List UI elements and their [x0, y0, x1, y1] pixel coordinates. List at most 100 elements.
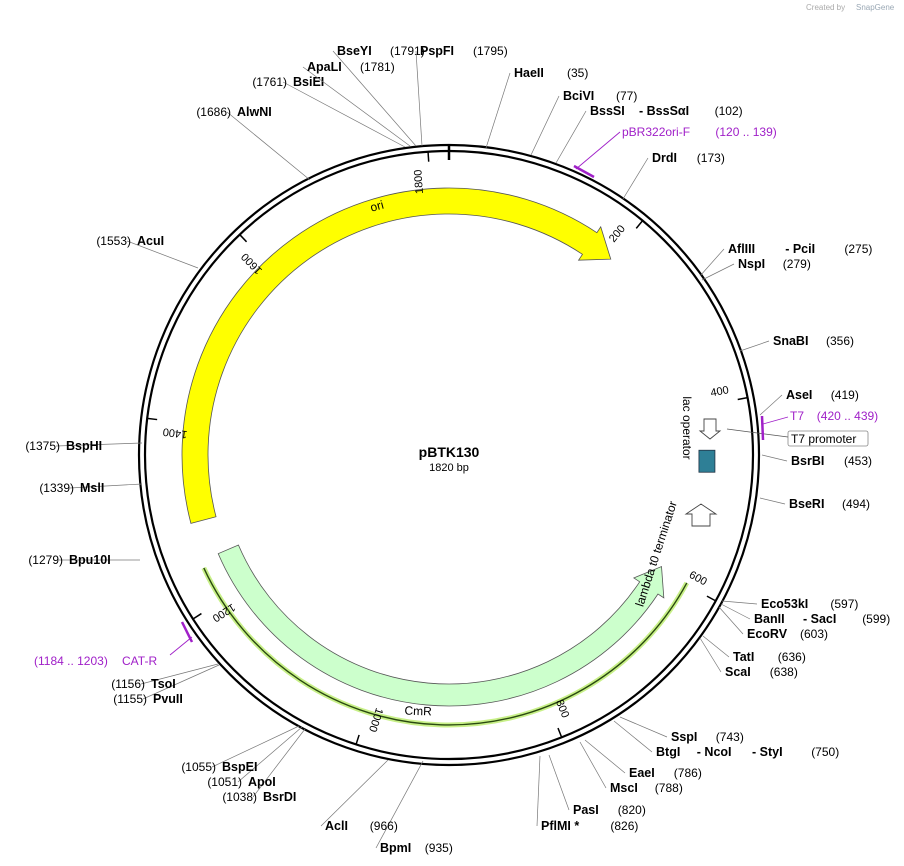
- tick-label-1400: 1400: [162, 425, 188, 440]
- enzyme-pos-pasi: (820): [618, 803, 646, 817]
- enzyme-pos-asei: (419): [831, 388, 859, 402]
- enzyme-site-eaei[interactable]: EaeI(786): [584, 739, 702, 780]
- enzyme-site-afliii[interactable]: AflIII- PciI(275): [699, 242, 872, 277]
- enzyme-pos-pflmi: (826): [610, 819, 638, 833]
- enzyme-site-alwni[interactable]: (1686)AlwNI: [196, 105, 311, 181]
- enzyme-site-pvuii[interactable]: (1155) PvuII: [113, 664, 220, 706]
- enzyme-leader-eaei: [584, 739, 626, 774]
- tick-mark-800: [557, 727, 563, 738]
- enzyme-site-nspi[interactable]: NspI (279): [701, 257, 811, 281]
- enzyme-name-eaei: EaeI: [629, 766, 655, 780]
- enzyme-site-bseri[interactable]: BseRI(494): [759, 497, 870, 511]
- primer-t7[interactable]: T7(420 .. 439): [760, 409, 878, 441]
- enzyme-site-acli[interactable]: AclI(966): [320, 759, 398, 833]
- enzyme-leader-apoi: [237, 726, 303, 783]
- enzyme-leader-nspi: [701, 263, 735, 281]
- enzyme-site-bsiei[interactable]: (1761)BsiEI: [252, 75, 406, 148]
- enzyme-pos-pspfi: (1795): [473, 44, 508, 58]
- enzyme-name-bpu10i: Bpu10I: [69, 553, 111, 567]
- enzyme-name-scai: ScaI: [725, 665, 751, 679]
- enzyme-name2-banii: - SacI: [803, 612, 836, 626]
- enzyme-site-msli[interactable]: (1339)MslI: [39, 481, 143, 495]
- enzyme-site-banii[interactable]: BanII- SacI(599): [720, 603, 890, 626]
- enzyme-name-bsiei: BsiEI: [293, 75, 324, 89]
- primer-name-pbr322orif: pBR322ori-F: [622, 125, 690, 139]
- enzyme-site-btgi[interactable]: BtgI- NcoI- StyI(750): [613, 720, 839, 759]
- enzyme-site-bcivi[interactable]: BciVI(77): [530, 89, 637, 156]
- enzyme-name-pvuii: PvuII: [153, 692, 183, 706]
- enzyme-site-snabi[interactable]: SnaBI(356): [739, 334, 854, 352]
- enzyme-site-eco53ki[interactable]: Eco53kI(597): [721, 597, 858, 611]
- primer-name-catr: CAT-R: [122, 654, 157, 668]
- enzyme-pos-drdi: (173): [697, 151, 725, 165]
- enzyme-pos-tsoi: (1156): [111, 677, 145, 691]
- enzyme-leader-drdi: [622, 157, 649, 200]
- primer-catr[interactable]: (1184 .. 1203)CAT-R: [34, 621, 194, 668]
- tick-mark-200: [635, 220, 644, 229]
- enzyme-site-haeii[interactable]: HaeII(35): [485, 66, 588, 149]
- enzyme-site-tati[interactable]: TatI(636): [702, 635, 806, 664]
- enzyme-leader-alwni: [226, 111, 311, 181]
- enzyme-site-pflmi[interactable]: PflMI *(826): [536, 755, 638, 833]
- enzyme-site-drdi[interactable]: DrdI(173): [622, 151, 725, 200]
- enzyme-pos-bsrdi: (1038): [222, 790, 257, 804]
- enzyme-leader-btgi: [613, 720, 653, 753]
- enzyme-leader-ecorv: [718, 606, 744, 635]
- enzyme-leader-asei: [759, 394, 783, 416]
- tick-mark-1800: [427, 151, 430, 162]
- enzyme-name2-afliii: - PciI: [785, 242, 815, 256]
- enzyme-site-bspei[interactable]: (1055)BspEI: [181, 725, 300, 774]
- enzyme-site-apali[interactable]: ApaLI(1781): [302, 60, 411, 147]
- enzyme-name-afliii: AflIII: [728, 242, 755, 256]
- enzyme-site-tsoi[interactable]: (1156)TsoI: [111, 663, 219, 691]
- enzyme-leader-msli: [69, 483, 143, 489]
- cmr-label: CmR: [404, 704, 432, 719]
- enzyme-site-scai[interactable]: ScaI(638): [699, 637, 798, 679]
- enzyme-name3-btgi: - StyI: [752, 745, 783, 759]
- enzyme-leader-apali: [302, 66, 411, 147]
- enzyme-name-pspfi: PspFI: [420, 44, 454, 58]
- enzyme-leader-bsiei: [282, 81, 406, 148]
- enzyme-site-apoi[interactable]: (1051)ApoI: [207, 726, 303, 789]
- enzyme-site-msci[interactable]: MscI (788): [579, 741, 683, 795]
- enzyme-site-bsphi[interactable]: (1375)BspHI: [25, 439, 143, 453]
- tick-label-600: 600: [687, 569, 709, 588]
- enzyme-pos-msci: (788): [655, 781, 683, 795]
- tick-label-400: 400: [710, 384, 730, 399]
- enzyme-name-bpmi: BpmI: [380, 841, 411, 855]
- enzyme-site-bpmi[interactable]: BpmI(935): [375, 760, 453, 855]
- enzyme-pos-btgi: (750): [811, 745, 839, 759]
- enzyme-site-pasi[interactable]: PasI(820): [548, 754, 646, 817]
- enzyme-name2-btgi: - NcoI: [697, 745, 732, 759]
- enzyme-pos-nspi: (279): [783, 257, 811, 271]
- enzyme-pos-bsrbi: (453): [844, 454, 872, 468]
- enzyme-site-bsrbi[interactable]: BsrBI(453): [761, 454, 872, 468]
- enzyme-leader-pflmi: [536, 755, 541, 827]
- enzyme-site-acui[interactable]: (1553)AcuI: [96, 234, 199, 269]
- enzyme-name-msci: MscI: [610, 781, 638, 795]
- enzyme-site-sspi[interactable]: SspI(743): [619, 716, 744, 744]
- enzyme-name-bseri: BseRI: [789, 497, 824, 511]
- enzyme-name-haeii: HaeII: [514, 66, 544, 80]
- enzyme-pos-pvuii: (1155): [113, 692, 147, 706]
- primer-range-t7: (420 .. 439): [817, 409, 878, 423]
- enzyme-site-bsssi[interactable]: BssSI- BssSαI(102): [555, 104, 743, 164]
- enzyme-site-asei[interactable]: AseI(419): [759, 388, 859, 416]
- enzyme-site-bsrdi[interactable]: (1038)BsrDI: [222, 728, 306, 804]
- enzyme-leader-tati: [702, 635, 730, 658]
- tick-label-1800: 1800: [412, 169, 426, 194]
- enzyme-leader-pvuii: [142, 664, 220, 700]
- cmr-arrow: [217, 544, 665, 707]
- enzyme-site-bpu10i[interactable]: (1279)Bpu10I: [28, 553, 140, 567]
- enzyme-name-nspi: NspI: [738, 257, 765, 271]
- enzyme-name-tati: TatI: [733, 650, 754, 664]
- primer-pbr322orif[interactable]: pBR322ori-F(120 .. 139): [573, 125, 777, 179]
- primer-labels: pBR322ori-F(120 .. 139) T7(420 .. 439) (11…: [34, 125, 878, 668]
- enzyme-leader-bseyi: [332, 50, 417, 147]
- enzyme-leader-pasi: [548, 754, 570, 811]
- enzyme-leader-pspfi: [415, 50, 423, 147]
- enzyme-site-ecorv[interactable]: EcoRV(603): [718, 606, 828, 641]
- enzyme-site-pspfi[interactable]: PspFI (1795): [415, 44, 508, 147]
- enzyme-pos-banii: (599): [862, 612, 890, 626]
